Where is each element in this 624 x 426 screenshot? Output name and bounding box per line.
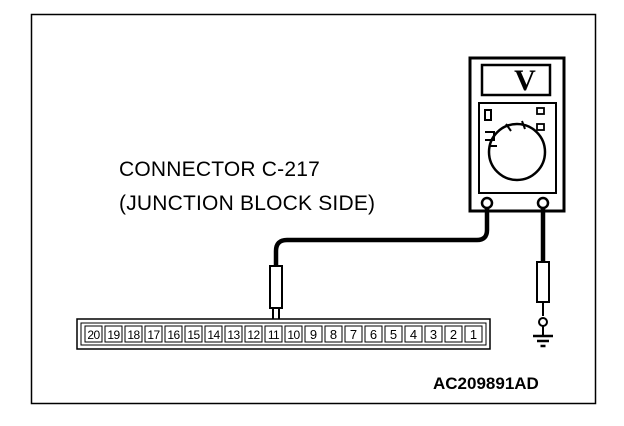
figure-code: AC209891AD xyxy=(433,374,539,393)
connector-pin-number: 17 xyxy=(147,328,160,342)
voltmeter-indicator xyxy=(536,107,545,115)
voltmeter-terminal-positive xyxy=(536,196,550,210)
connector-pin-cell xyxy=(304,325,323,343)
connector-pin-number: 2 xyxy=(450,327,457,342)
connector-pin-number: 7 xyxy=(350,327,357,342)
connector-pin-number: 15 xyxy=(187,328,200,342)
connector-pin-cell xyxy=(144,325,163,343)
connector-pin-number: 8 xyxy=(330,327,337,342)
connector-pin-cell xyxy=(244,325,263,343)
diagram-frame xyxy=(30,13,597,405)
connector-pin-cell xyxy=(444,325,463,343)
connector-pin-number: 3 xyxy=(430,327,437,342)
connector-pin-cell xyxy=(344,325,363,343)
connector-pin-cell xyxy=(84,325,103,343)
voltmeter-range-mark xyxy=(484,109,492,121)
voltmeter-dial-range xyxy=(485,131,495,141)
connector-pin-number: 14 xyxy=(207,328,220,342)
connector-pin-number: 10 xyxy=(287,328,300,342)
connector-pin-cell xyxy=(384,325,403,343)
voltmeter-terminal-negative xyxy=(480,196,494,210)
connector-pin-number: 20 xyxy=(87,328,100,342)
voltmeter-indicator xyxy=(536,123,545,131)
connector-pin-number: 5 xyxy=(390,327,397,342)
connector-pin-cell xyxy=(404,325,423,343)
connector-pin-cell xyxy=(264,325,283,343)
connector-pin-cell xyxy=(104,325,123,343)
connector-pin-cell xyxy=(324,325,343,343)
voltmeter-symbol: V xyxy=(514,64,536,97)
voltmeter-dial-tick xyxy=(521,120,526,130)
voltmeter-display xyxy=(480,63,552,97)
probe-ground-clip xyxy=(538,317,548,327)
connector-pin-cell xyxy=(364,325,383,343)
ground-icon xyxy=(533,334,553,348)
connector-inner-frame xyxy=(80,322,487,346)
voltmeter-dial-tick xyxy=(505,123,512,132)
connector-pin-number: 16 xyxy=(167,328,180,342)
connector-label-line2: (JUNCTION BLOCK SIDE) xyxy=(119,192,376,215)
probe-ground-side xyxy=(536,261,550,303)
test-lead-to-connector xyxy=(273,208,490,266)
connector-pin-cell xyxy=(424,325,443,343)
voltmeter xyxy=(468,56,566,213)
connector-pin-cell xyxy=(124,325,143,343)
connector-pin-number: 13 xyxy=(227,328,240,342)
connector-pin-cell xyxy=(184,325,203,343)
connector-pin-cell xyxy=(284,325,303,343)
probe-connector-side xyxy=(269,265,283,309)
connector-pin-number: 9 xyxy=(310,327,317,342)
voltmeter-dial xyxy=(487,122,547,182)
connector-pin-cell xyxy=(464,325,483,343)
connector-pin-cell xyxy=(164,325,183,343)
connector-pin-number: 1 xyxy=(470,327,477,342)
connector-pin-number: 19 xyxy=(107,328,120,342)
connector-pin-number: 6 xyxy=(370,327,377,342)
connector-pin-number: 18 xyxy=(127,328,140,342)
connector-label-line1: CONNECTOR C-217 xyxy=(119,158,320,181)
connector-pin-number: 4 xyxy=(410,327,417,342)
connector-pin-number: 11 xyxy=(268,328,280,342)
connector-pin-cell xyxy=(204,325,223,343)
connector-pin-number: 12 xyxy=(247,328,260,342)
connector-pin-cell xyxy=(224,325,243,343)
